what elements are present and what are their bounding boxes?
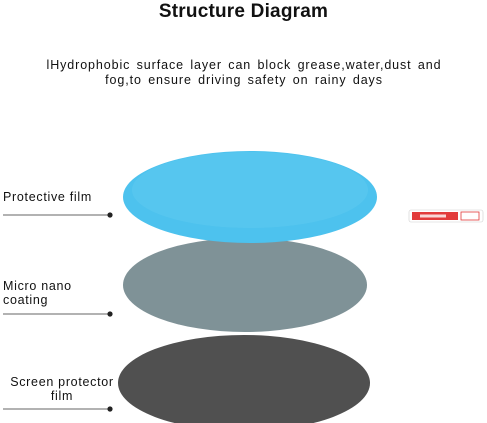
leader-line-protective-film bbox=[3, 212, 113, 218]
label-micro-nano-coating: Micro nano coating bbox=[3, 279, 72, 307]
screen-protector-film-layer bbox=[118, 335, 370, 423]
protective-film-highlight bbox=[132, 152, 368, 228]
label-line: Protective film bbox=[3, 190, 92, 204]
label-line: film bbox=[50, 389, 74, 403]
leader-line-micro-nano-coating bbox=[3, 311, 113, 317]
peel-tab bbox=[408, 209, 484, 223]
diagram-title: Structure Diagram bbox=[158, 1, 329, 22]
label-line: Micro nano bbox=[3, 279, 72, 293]
micro-nano-coating-layer bbox=[123, 238, 367, 332]
leader-line-screen-protector-film bbox=[3, 406, 113, 412]
diagram-description: lHydrophobic surface layer can block gre… bbox=[46, 58, 442, 87]
label-line: coating bbox=[3, 293, 49, 307]
label-screen-protector-film: Screen protector film bbox=[3, 375, 121, 403]
label-protective-film: Protective film bbox=[3, 190, 92, 204]
label-line: Screen protector bbox=[10, 375, 114, 389]
